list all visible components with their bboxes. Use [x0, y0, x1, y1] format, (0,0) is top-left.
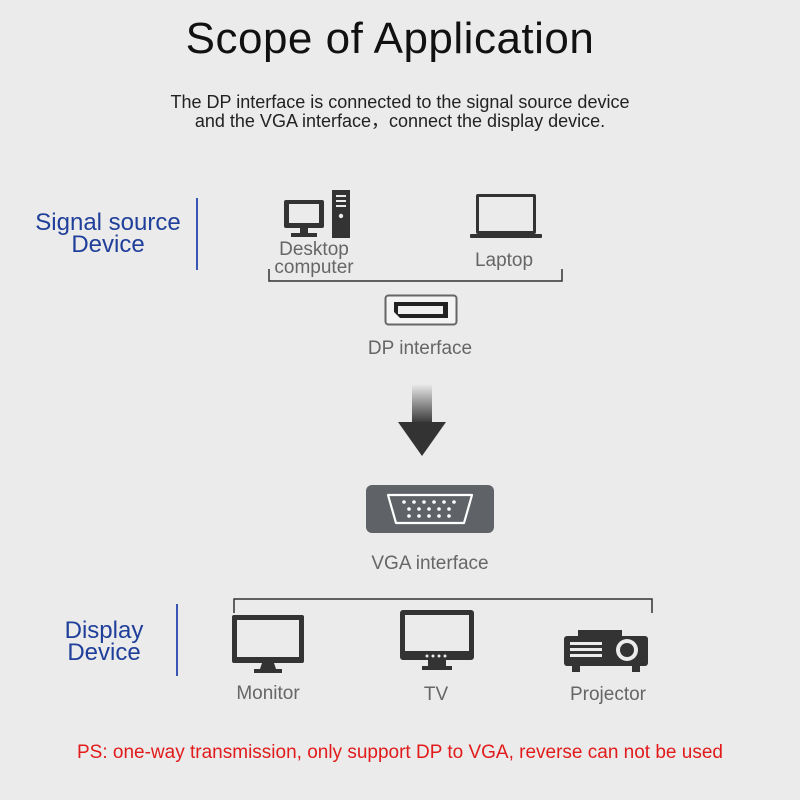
signal-source-label-line-1: Signal source: [35, 209, 181, 236]
subtitle: The DP interface is connected to the sig…: [0, 93, 800, 131]
signal-source-label: Signal source Device: [28, 209, 188, 258]
tv-icon: [400, 610, 474, 674]
projector-icon: [564, 630, 648, 674]
display-label-line-1: Display: [64, 617, 144, 644]
display-label-line-2: Device: [67, 639, 141, 666]
laptop-label: Laptop: [474, 250, 534, 271]
ps-note: PS: one-way transmission, only support D…: [77, 742, 723, 763]
display-devices-bracket: [233, 598, 655, 614]
projector-label: Projector: [569, 684, 647, 705]
signal-devices-bracket: [268, 268, 564, 284]
display-device-label: Display Device: [30, 617, 178, 666]
display-divider: [176, 604, 178, 676]
desktop-label-line-1: Desktop: [279, 239, 349, 260]
tv-label: TV: [423, 684, 449, 705]
signal-source-divider: [196, 198, 198, 270]
dp-interface-label: DP interface: [367, 338, 473, 359]
vga-interface-label: VGA interface: [371, 553, 489, 574]
desktop-label-line-2: computer: [274, 257, 354, 278]
desktop-computer-icon: [282, 188, 354, 240]
monitor-label: Monitor: [236, 683, 300, 704]
monitor-icon: [232, 615, 304, 675]
arrow-down-icon: [396, 384, 448, 458]
laptop-icon: [470, 192, 542, 240]
page-title: Scope of Application: [185, 14, 595, 63]
signal-source-label-line-2: Device: [71, 231, 145, 258]
subtitle-line-1: The DP interface is connected to the sig…: [170, 92, 630, 112]
vga-port-icon: [366, 485, 494, 533]
subtitle-line-2: and the VGA interface，connect the displa…: [194, 111, 606, 131]
desktop-computer-label: Desktop computer: [258, 239, 370, 278]
dp-port-icon: [384, 294, 458, 326]
